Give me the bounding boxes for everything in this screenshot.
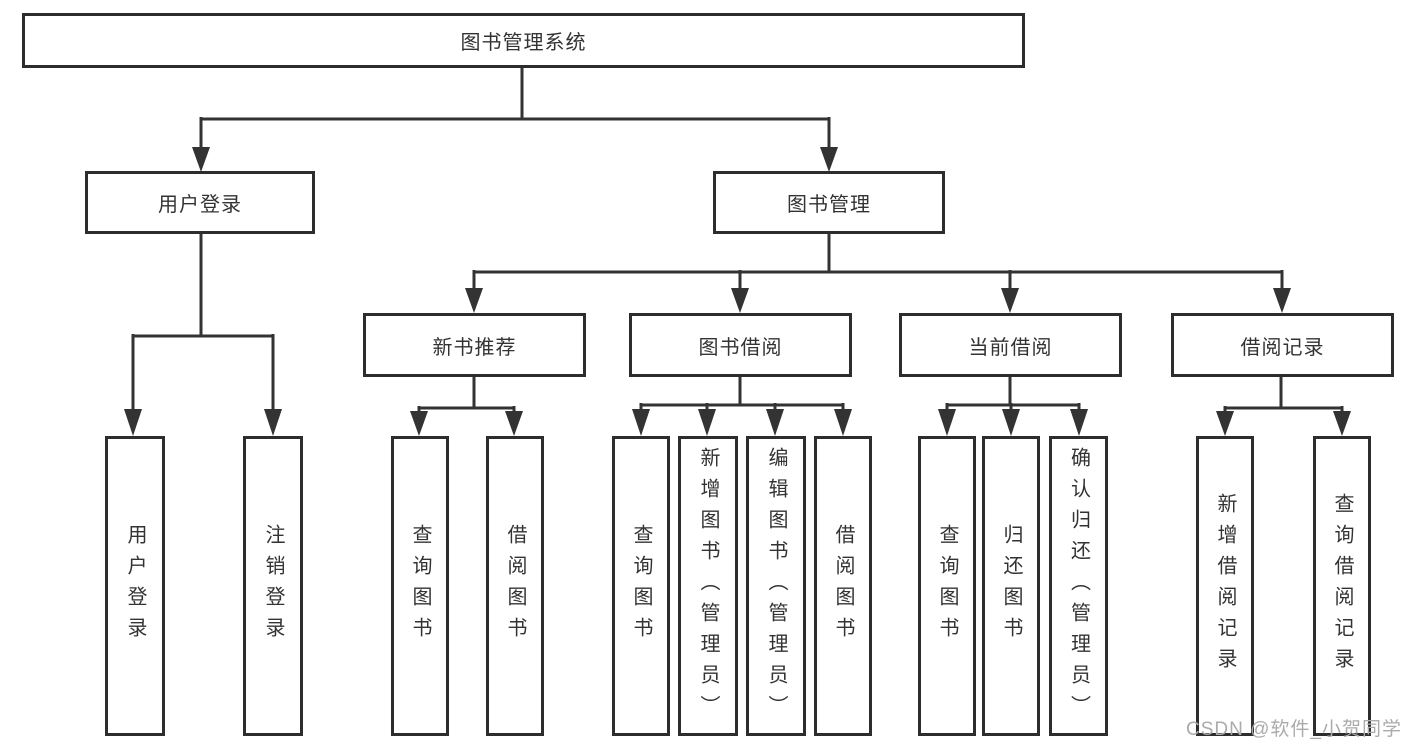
leaf-br-add-record: 新增借阅记录: [1196, 436, 1254, 736]
node-new-book-recommend: 新书推荐: [363, 313, 586, 377]
leaf-bb-borrow-books: 借阅图书: [814, 436, 872, 736]
leaf-cb-confirm-return-admin: 确认归还（管理员）: [1049, 436, 1108, 736]
node-label: 借阅图书: [504, 524, 526, 648]
node-label: 归还图书: [1000, 524, 1022, 648]
node-label: 用户登录: [158, 194, 242, 216]
leaf-cb-query-books: 查询图书: [918, 436, 976, 736]
node-label: 编辑图书（管理员）: [765, 446, 787, 726]
leaf-nb-query-books: 查询图书: [391, 436, 449, 736]
connector-book-management-children: [465, 234, 1291, 313]
node-label: 用户登录: [124, 524, 146, 648]
node-book-management: 图书管理: [713, 171, 945, 234]
node-label: 图书借阅: [698, 336, 783, 359]
node-label: 借阅图书: [832, 524, 854, 648]
node-book-borrowing: 图书借阅: [629, 313, 852, 377]
leaf-nb-borrow-books: 借阅图书: [486, 436, 544, 736]
leaf-bb-add-books-admin: 新增图书（管理员）: [678, 436, 738, 736]
csdn-watermark: CSDN @软件_小贺同学: [1186, 719, 1402, 740]
leaf-user-login: 用户登录: [105, 436, 165, 736]
node-label: 图书管理系统: [460, 32, 587, 54]
node-label: 查询借阅记录: [1331, 493, 1353, 679]
node-user-login: 用户登录: [85, 171, 315, 234]
leaf-bb-edit-books-admin: 编辑图书（管理员）: [746, 436, 806, 736]
node-current-borrowing: 当前借阅: [899, 313, 1122, 377]
node-label: 图书管理: [787, 194, 871, 216]
leaf-br-query-record: 查询借阅记录: [1313, 436, 1371, 736]
node-label: 查询图书: [936, 524, 958, 648]
node-label: 注销登录: [262, 524, 284, 648]
node-label: 查询图书: [409, 524, 431, 648]
node-borrowing-records: 借阅记录: [1171, 313, 1394, 377]
node-library-management-system: 图书管理系统: [22, 13, 1025, 68]
connector-book-borrowing-children: [632, 377, 852, 436]
connector-new-book-recommend-children: [410, 377, 523, 436]
node-label: 借阅记录: [1240, 336, 1325, 359]
node-label: 新增借阅记录: [1214, 493, 1236, 679]
connector-borrowing-records-children: [1216, 377, 1351, 436]
node-label: 查询图书: [630, 524, 652, 648]
connector-current-borrowing-children: [938, 377, 1088, 436]
leaf-bb-query-books: 查询图书: [612, 436, 670, 736]
node-label: 新增图书（管理员）: [697, 446, 719, 726]
leaf-logout: 注销登录: [243, 436, 303, 736]
leaf-cb-return-books: 归还图书: [982, 436, 1040, 736]
node-label: 确认归还（管理员）: [1067, 446, 1090, 726]
connector-user-login-children: [124, 234, 282, 436]
node-label: 新书推荐: [432, 336, 517, 359]
node-label: 当前借阅: [968, 336, 1053, 359]
connector-root-to-level1: [192, 66, 838, 172]
